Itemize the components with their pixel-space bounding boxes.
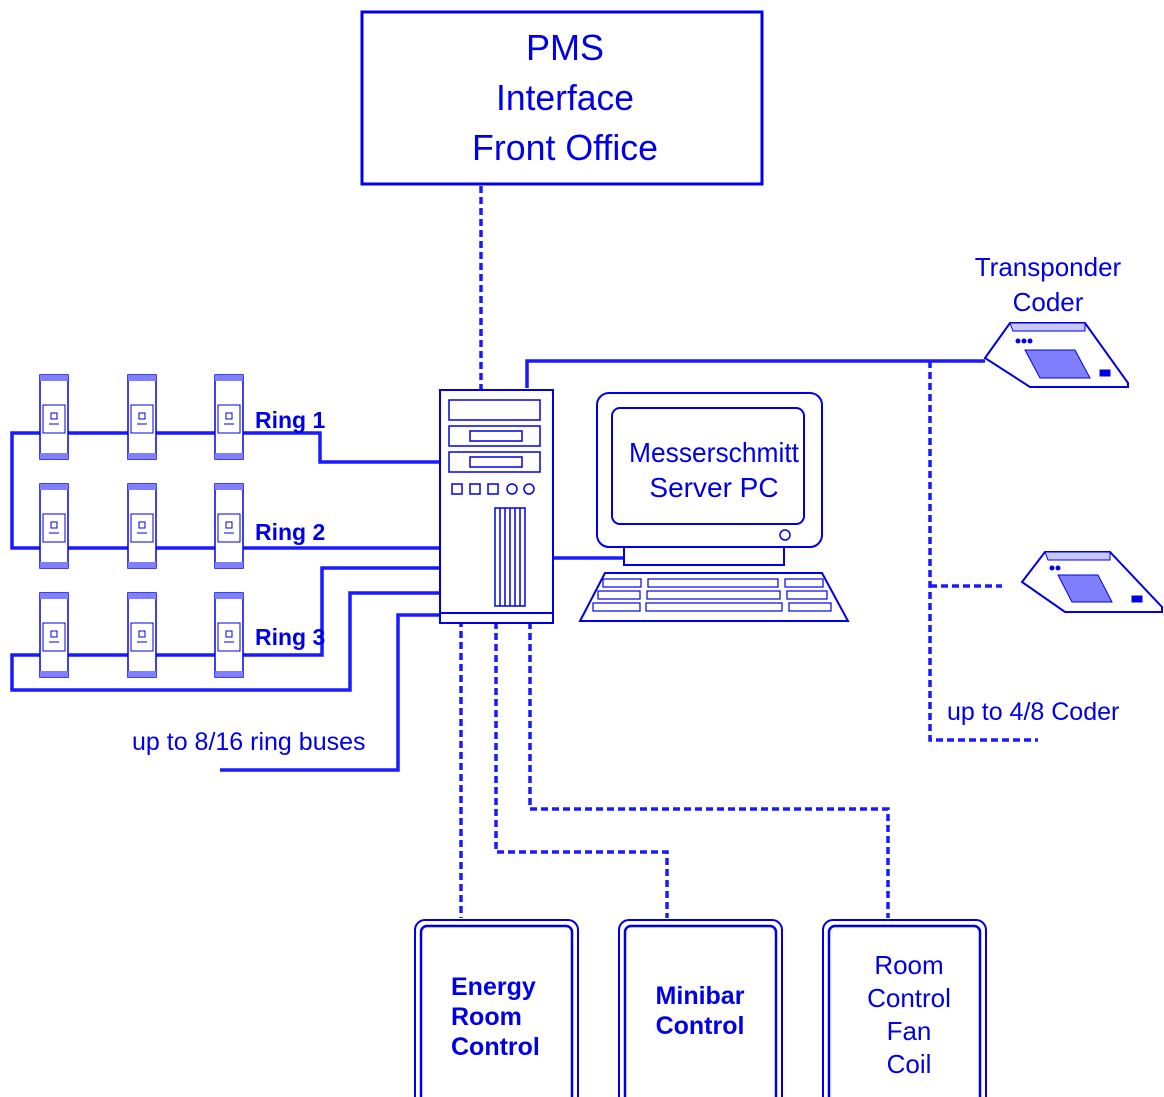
server-line-2: Server PC: [649, 472, 778, 503]
pms-interface-box: PMS Interface Front Office: [360, 10, 764, 186]
card-reader-icon: [127, 592, 157, 678]
pms-line-2: Interface: [496, 77, 634, 118]
ring-3-label: Ring 3: [255, 624, 325, 650]
ring-buses-label: up to 8/16 ring buses: [132, 728, 366, 756]
coder-icon: [1020, 551, 1163, 613]
room-control-line-3: Fan: [887, 1016, 932, 1046]
minibar-line-1: Minibar: [656, 982, 745, 1010]
card-reader-icon: [127, 374, 157, 460]
transponder-line-1: Transponder: [975, 252, 1122, 282]
keyboard-icon: [578, 572, 850, 622]
room-control-line-2: Control: [867, 983, 951, 1013]
energy-line-3: Control: [451, 1033, 540, 1061]
card-reader-icon: [214, 592, 244, 678]
ring-bus-lines: [10, 359, 985, 772]
coder-count-label: up to 4/8 Coder: [947, 698, 1119, 726]
pms-line-1: PMS: [526, 27, 604, 68]
transponder-coder-icon: [983, 322, 1129, 388]
monitor-icon: [596, 392, 823, 566]
energy-line-2: Room: [451, 1003, 522, 1031]
card-reader-icon: [39, 592, 69, 678]
pms-line-3: Front Office: [472, 127, 658, 168]
card-reader-icon: [214, 483, 244, 569]
transponder-line-2: Coder: [1013, 287, 1084, 317]
card-reader-icon: [127, 483, 157, 569]
server-line-1: Messerschmitt: [629, 437, 799, 468]
server-tower-icon: [439, 389, 554, 624]
card-reader-icon: [214, 374, 244, 460]
dashed-links: [459, 186, 1038, 918]
ring-2-label: Ring 2: [255, 519, 325, 545]
minibar-control-box: Minibar Control: [618, 919, 783, 1097]
card-reader-icon: [39, 483, 69, 569]
ring-1-label: Ring 1: [255, 407, 325, 433]
card-reader-icon: [39, 374, 69, 460]
energy-room-control-box: Energy Room Control: [414, 919, 579, 1097]
room-control-line-1: Room: [874, 950, 943, 980]
room-control-line-4: Coil: [887, 1049, 932, 1079]
card-reader-grid: [39, 374, 244, 678]
minibar-line-2: Control: [656, 1012, 745, 1040]
room-control-fan-coil-box: Room Control Fan Coil: [822, 919, 987, 1097]
energy-line-1: Energy: [451, 973, 536, 1001]
